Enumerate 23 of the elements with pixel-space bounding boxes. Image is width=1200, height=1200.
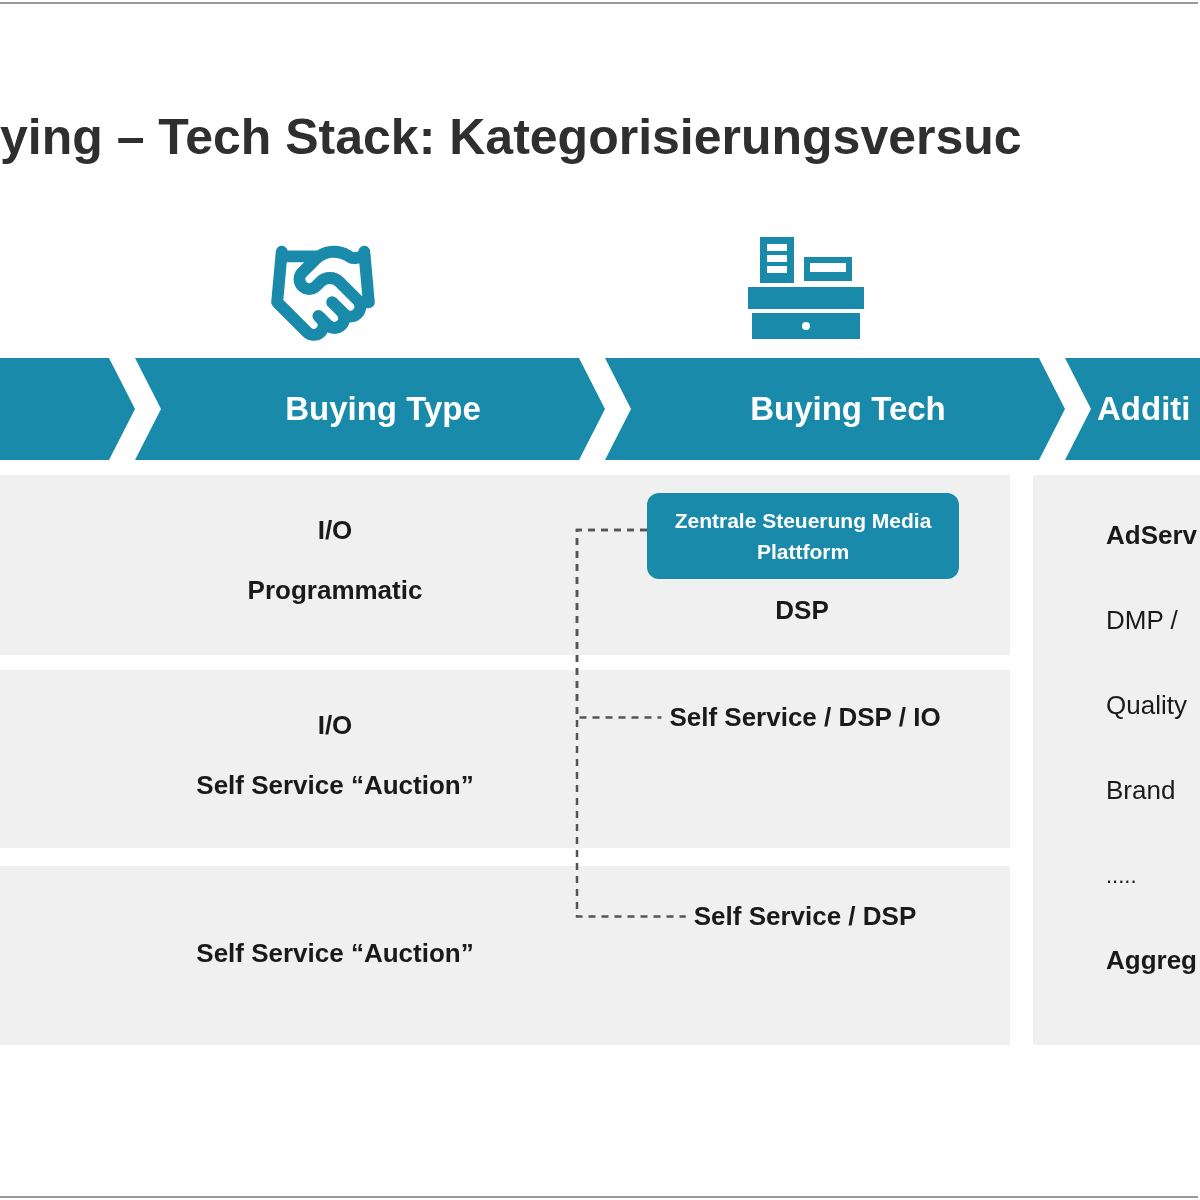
cell-label: DMP / [1106,605,1178,636]
platform-box: Zentrale Steuerung Media Plattform [647,493,959,579]
cell-label: AdServ [1106,520,1198,551]
slide-title: ying – Tech Stack: Kategorisierungsversuc [0,108,1022,166]
cell-label: ..... [1106,863,1137,889]
cell-label: Self Service “Auction” [196,770,474,801]
tech-label: Self Service / DSP / IO [669,702,941,733]
cell-label: Programmatic [247,575,423,606]
dashed-connector [575,528,686,918]
row-panel [0,670,1010,848]
banner-title: Additi [1097,390,1191,428]
banner-title: Buying Type [285,390,481,428]
cell-label: Aggreg [1106,945,1197,976]
cell-label: Brand [1106,775,1176,806]
cell-label: I/O [317,710,353,741]
tech-label: Self Service / DSP [693,901,917,932]
cell-label: Self Service “Auction” [196,938,474,969]
tech-label: DSP [775,595,829,626]
cell-label: I/O [317,515,353,546]
row-panel [0,475,1010,655]
row-panel [0,866,1010,1045]
cell-label: Quality [1106,690,1187,721]
banner-title: Buying Tech [750,390,946,428]
